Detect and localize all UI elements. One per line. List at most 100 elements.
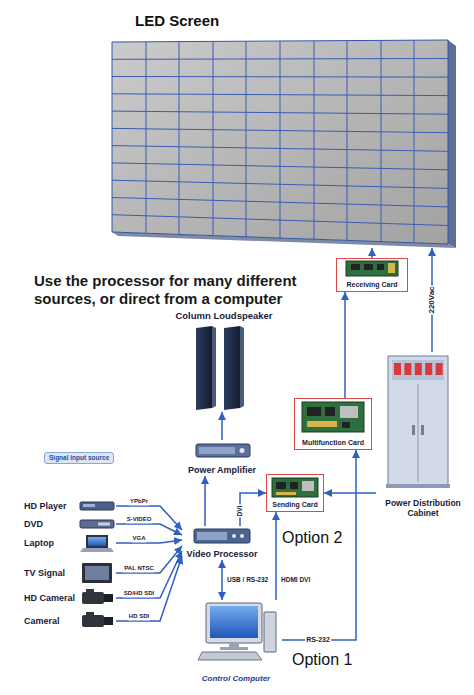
source-device-pictures	[86, 612, 94, 615]
loudspeaker-picture	[212, 326, 216, 408]
power-distribution-cabinet: Power Distribution Cabinet	[376, 352, 470, 520]
screen-grid	[213, 41, 214, 235]
screen-grid	[112, 215, 448, 226]
video-processor-picture	[197, 532, 227, 540]
node-label: Multifunction Card	[302, 439, 364, 447]
loudspeaker-picture	[224, 326, 240, 410]
connector-arrow	[324, 492, 376, 494]
signal-label: S-VIDEO	[126, 516, 153, 523]
connector-arrow	[282, 450, 356, 640]
computer-picture	[210, 606, 258, 638]
power-cabinet-picture	[418, 384, 419, 482]
signal-label: PAL NTSC	[123, 565, 154, 572]
node-label: DVD	[24, 519, 43, 529]
signal-label: VGA	[131, 535, 146, 542]
source-device-pictures	[82, 615, 104, 627]
screen-grid	[179, 42, 180, 235]
signal-source: HD Cameral	[20, 587, 116, 609]
power-cabinet-picture	[412, 425, 415, 435]
node-label: Receiving Card	[347, 281, 398, 289]
receiving-card-picture	[388, 263, 395, 273]
connector-arrow	[221, 560, 223, 600]
led-screen-panel	[112, 40, 448, 244]
connector-arrow	[116, 551, 182, 598]
loudspeaker-picture	[240, 326, 244, 408]
signal-source: HD Player	[20, 498, 116, 514]
source-device-pictures	[80, 502, 114, 627]
signal-source: Cameral	[20, 610, 116, 632]
sending-card-picture	[276, 482, 286, 489]
sending-card-picture	[272, 478, 318, 497]
screen-grid	[246, 41, 247, 237]
power-amplifier-picture	[196, 444, 250, 457]
screen-grid	[112, 76, 448, 78]
screen-grid	[314, 41, 315, 239]
connector-arrow	[371, 248, 373, 258]
screen-grid	[112, 163, 448, 170]
option-label: Option 1	[292, 650, 352, 669]
video-processor: Video Processor	[182, 526, 262, 560]
screen-grid	[414, 40, 415, 243]
receiving-card-picture	[346, 261, 398, 276]
node-label: HD Cameral	[24, 593, 75, 603]
loudspeaker-picture	[196, 326, 244, 410]
power-cabinet-picture	[386, 484, 450, 488]
power-cabinet-picture	[421, 425, 424, 435]
connector-arrow	[116, 556, 182, 621]
signal-label: USB / RS-232	[226, 576, 269, 583]
source-device-pictures	[80, 520, 114, 528]
power-amplifier-picture	[240, 448, 245, 453]
power-cabinet-picture	[404, 363, 411, 375]
screen-grid	[146, 42, 147, 233]
computer-picture	[198, 603, 276, 660]
screen-grid	[112, 94, 448, 96]
power-cabinet-picture	[436, 363, 443, 375]
source-device-pictures	[80, 502, 114, 510]
source-device-pictures	[82, 563, 112, 583]
multifunction-card-picture	[302, 402, 364, 432]
source-device-pictures	[98, 523, 110, 526]
computer-picture	[198, 652, 262, 660]
signal-label: SD/HD SDI	[123, 590, 155, 597]
sending-card-picture	[290, 482, 298, 489]
power-cabinet-picture	[415, 363, 422, 375]
computer-picture	[264, 612, 276, 652]
sending-card: Sending Card	[266, 474, 324, 512]
power-cabinet-picture	[388, 356, 448, 486]
connector-arrow	[116, 540, 182, 543]
computer-picture	[220, 647, 248, 650]
receiving-card-picture	[346, 261, 398, 276]
sending-card-picture	[276, 492, 296, 495]
signal-source: TV Signal	[20, 561, 116, 585]
node-label: Video Processor	[187, 549, 258, 559]
source-device-pictures	[104, 594, 113, 602]
caption-note: Use the processor for many different sou…	[34, 272, 324, 308]
connector-arrow	[116, 506, 182, 530]
receiving-card-picture	[351, 264, 360, 270]
signal-label: 220Vac	[428, 285, 437, 314]
node-label: LED Screen	[135, 12, 219, 29]
connector-arrow	[221, 412, 223, 440]
screen-grid	[347, 41, 348, 241]
connector-arrow	[116, 546, 182, 573]
node-label: Laptop	[24, 538, 54, 548]
signal-label: YPbPr	[129, 498, 149, 505]
signal-label: RS-232	[305, 636, 331, 644]
loudspeaker-picture	[196, 326, 212, 410]
multifunction-card-picture	[340, 406, 358, 418]
multifunction-card-picture	[342, 422, 350, 428]
receiving-card-picture	[364, 264, 373, 270]
source-device-pictures	[85, 566, 109, 580]
connector-arrow	[275, 512, 277, 600]
power-cabinet-picture	[386, 356, 450, 488]
screen-grid	[112, 198, 448, 207]
source-device-pictures	[86, 535, 108, 548]
screen-grid	[381, 40, 382, 241]
sending-card-picture	[302, 481, 314, 491]
sending-card-picture	[272, 478, 318, 497]
column-loudspeaker: Column Loudspeaker	[171, 310, 277, 412]
video-processor-picture	[194, 529, 250, 543]
led-screen-panel	[448, 40, 456, 248]
